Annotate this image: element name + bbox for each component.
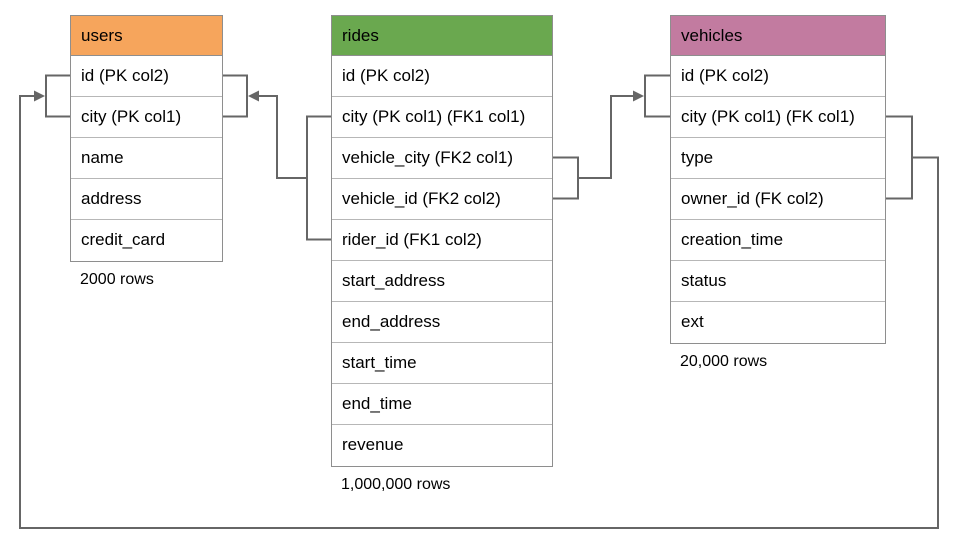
owner-fk-vehicles-bracket [886, 115, 913, 200]
table-vehicles: vehicles id (PK col2) city (PK col1) (FK… [670, 15, 886, 371]
table-row: type [671, 138, 885, 179]
fk2-connector-line [578, 95, 633, 179]
table-row: start_time [332, 343, 552, 384]
table-row: owner_id (FK col2) [671, 179, 885, 220]
table-row: address [71, 179, 222, 220]
fk2-arrowhead-icon [633, 90, 644, 102]
table-row: ext [671, 302, 885, 343]
fk1-arrowhead-icon [248, 90, 259, 102]
fk1-users-bracket [223, 74, 248, 118]
fk2-vehicles-bracket [644, 74, 670, 118]
table-row: vehicle_id (FK2 col2) [332, 179, 552, 220]
table-row: revenue [332, 425, 552, 466]
row-count-label: 1,000,000 rows [341, 476, 451, 493]
table-users-box: users id (PK col2) city (PK col1) name a… [70, 15, 223, 262]
table-row: city (PK col1) (FK col1) [671, 97, 885, 138]
table-row: name [71, 138, 222, 179]
row-count-label: 20,000 rows [680, 353, 768, 370]
table-row: credit_card [71, 220, 222, 261]
table-rides: rides id (PK col2) city (PK col1) (FK1 c… [331, 15, 553, 494]
fk2-rides-bracket [553, 156, 579, 200]
owner-fk-connector-line [19, 95, 939, 529]
table-row: creation_time [671, 220, 885, 261]
row-count-label: 2000 rows [80, 271, 154, 288]
table-vehicles-box: vehicles id (PK col2) city (PK col1) (FK… [670, 15, 886, 344]
table-row: vehicle_city (FK2 col1) [332, 138, 552, 179]
fk1-rides-bracket [306, 115, 331, 241]
table-row: status [671, 261, 885, 302]
table-row: id (PK col2) [71, 56, 222, 97]
table-row: city (PK col1) (FK1 col1) [332, 97, 552, 138]
table-users-header: users [71, 16, 222, 56]
table-row: start_address [332, 261, 552, 302]
table-row: end_address [332, 302, 552, 343]
table-users: users id (PK col2) city (PK col1) name a… [70, 15, 223, 289]
table-row: end_time [332, 384, 552, 425]
table-rides-box: rides id (PK col2) city (PK col1) (FK1 c… [331, 15, 553, 467]
table-row: id (PK col2) [332, 56, 552, 97]
table-row: city (PK col1) [71, 97, 222, 138]
table-rides-header: rides [332, 16, 552, 56]
table-row: rider_id (FK1 col2) [332, 220, 552, 261]
fk1-connector-line [259, 95, 307, 179]
table-vehicles-header: vehicles [671, 16, 885, 56]
table-row: id (PK col2) [671, 56, 885, 97]
owner-fk-users-bracket [45, 74, 70, 118]
owner-fk-arrowhead-icon [34, 90, 45, 102]
